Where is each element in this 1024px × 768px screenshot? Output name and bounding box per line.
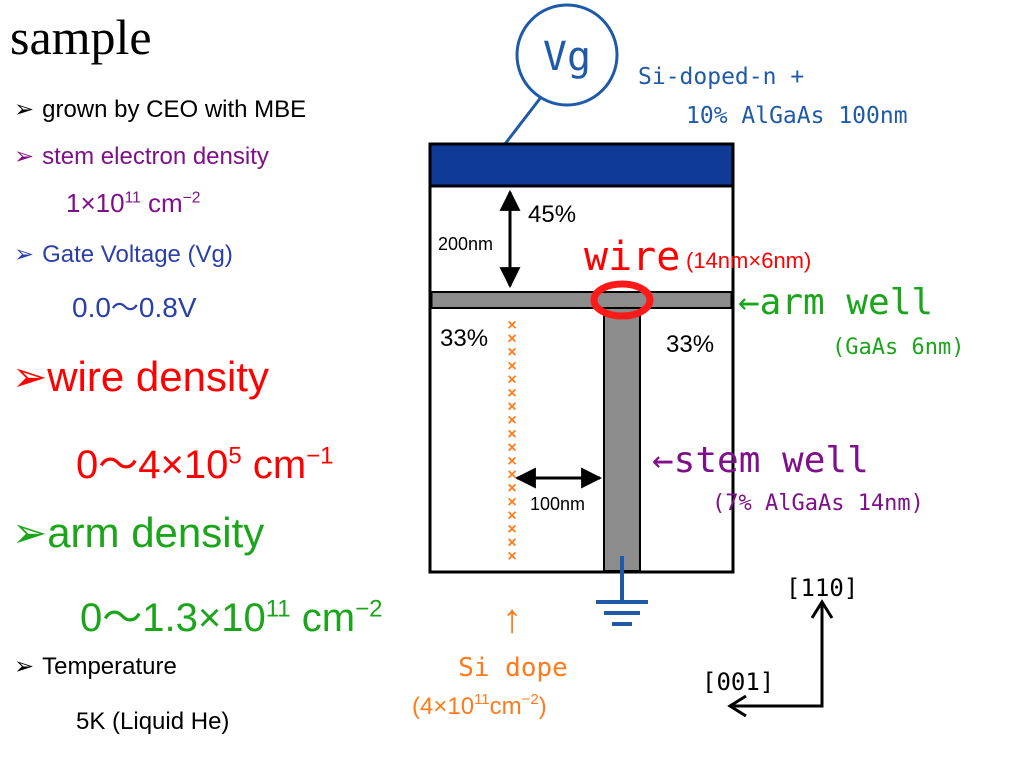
wire-label: wire	[584, 234, 680, 280]
bullet-arm-density: ➢arm density	[12, 508, 264, 557]
wire-size-label: (14nm×6nm)	[686, 248, 811, 273]
ground-icon	[596, 556, 648, 626]
top-layer-label-2: 10% AlGaAs 100nm	[686, 103, 908, 129]
arm-well-label: ←arm well	[738, 282, 933, 323]
bullet-text: Gate Voltage (Vg)	[42, 241, 233, 268]
axis-001-arrowhead-icon	[727, 694, 747, 718]
si-dope-x-mark: ×	[507, 535, 516, 552]
bullet-stem-density: ➢ stem electron density	[14, 142, 269, 171]
axis-001-label: [001]	[702, 668, 774, 696]
arm-density-value: 0〜1.3×1011 cm−2	[80, 595, 383, 640]
si-dope-concentration: (4×1011cm−2)	[412, 691, 547, 720]
si-dope-x-mark: ×	[507, 426, 516, 443]
dimension-100nm-label: 100nm	[530, 494, 585, 514]
stem-well-sublabel: (7% AlGaAs 14nm)	[712, 491, 924, 516]
stem-density-value: 1×1011 cm−2	[66, 188, 201, 218]
si-dope-x-mark: ×	[507, 358, 516, 375]
si-dope-x-mark: ×	[507, 548, 516, 565]
bullet-arrow-icon: ➢	[14, 241, 35, 268]
bullet-text: stem electron density	[42, 143, 269, 170]
si-dope-x-mark: ×	[507, 507, 516, 524]
stem-well-label: ←stem well	[652, 440, 869, 481]
si-dope-x-mark: ×	[507, 453, 516, 470]
vg-lead-line	[503, 91, 547, 145]
si-dope-x-mark: ×	[507, 371, 516, 388]
dimension-200nm-label: 200nm	[438, 234, 493, 254]
si-dope-x-mark: ×	[507, 467, 516, 484]
si-dope-label: Si dope	[458, 653, 568, 683]
wire-density-value: 0〜4×105 cm−1	[76, 442, 334, 487]
bullet-text: Temperature	[42, 653, 177, 680]
bullet-text: wire density	[47, 353, 269, 400]
arm-well-layer	[430, 291, 733, 309]
bullet-text: arm density	[47, 509, 265, 556]
bullet-arrow-icon: ➢	[14, 653, 35, 680]
slide-title: sample	[10, 9, 152, 65]
arm-well-sublabel: (GaAs 6nm)	[832, 335, 964, 360]
bullet-arrow-icon: ➢	[12, 353, 48, 400]
temperature-value: 5K (Liquid He)	[76, 708, 230, 735]
bullet-temperature: ➢ Temperature	[14, 652, 177, 681]
axis-lines	[730, 604, 824, 708]
pct-33-left-label: 33%	[440, 325, 488, 352]
vg-label: Vg	[543, 34, 591, 80]
axis-110-label: [110]	[786, 574, 858, 602]
si-dope-x-mark: ×	[507, 399, 516, 416]
si-dope-x-mark: ×	[507, 412, 516, 429]
gate-voltage-value: 0.0〜0.8V	[72, 292, 197, 323]
bullet-gate-voltage: ➢ Gate Voltage (Vg)	[14, 240, 233, 269]
si-dope-up-arrow: ↑	[502, 597, 522, 641]
pct-45-label: 45%	[528, 201, 576, 228]
bullet-arrow-icon: ➢	[14, 143, 35, 170]
si-dope-x-mark: ×	[507, 480, 516, 497]
bullet-wire-density: ➢wire density	[12, 352, 269, 401]
si-dope-x-mark: ×	[507, 344, 516, 361]
si-dope-x-mark: ×	[507, 317, 516, 334]
bullet-arrow-icon: ➢	[14, 96, 35, 123]
si-dope-x-mark: ×	[507, 385, 516, 402]
wire-marker-ellipse	[590, 280, 654, 320]
axis-110-arrowhead-icon	[810, 599, 834, 619]
bullet-arrow-icon: ➢	[12, 509, 48, 556]
top-layer-label-1: Si-doped-n +	[638, 64, 804, 90]
vg-circle	[515, 3, 619, 107]
si-dope-x-mark: ×	[507, 494, 516, 511]
bullet-mbe: ➢ grown by CEO with MBE	[14, 95, 306, 124]
bullet-text: grown by CEO with MBE	[42, 96, 307, 123]
si-dope-x-mark: ×	[507, 331, 516, 348]
si-dope-x-mark: ×	[507, 439, 516, 456]
si-dope-x-mark: ×	[507, 521, 516, 538]
sample-outline	[428, 142, 735, 574]
si-dope-delta-layer: ××××××××××××××××××	[507, 317, 516, 565]
doped-cap-layer	[431, 145, 732, 186]
pct-33-right-label: 33%	[666, 331, 714, 358]
stem-well-layer	[603, 307, 641, 572]
